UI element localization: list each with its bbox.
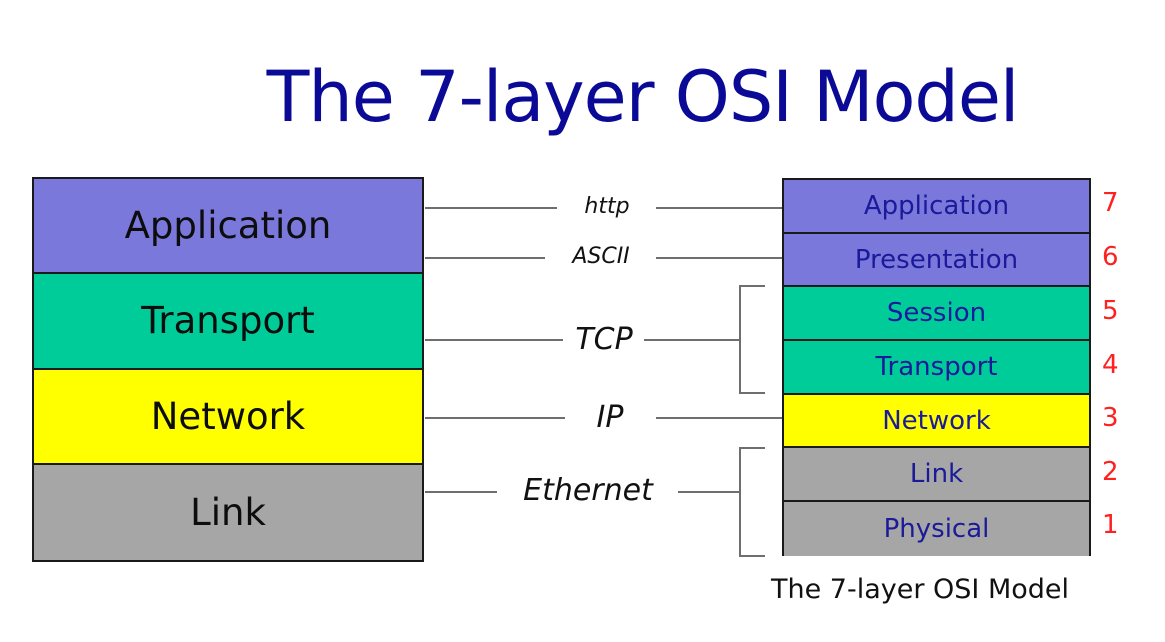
layer-number-5: 5 — [1102, 296, 1119, 326]
left-layer-transport: Transport — [34, 274, 422, 370]
right-layer-transport: Transport — [784, 341, 1089, 395]
seven-layer-stack: Application Presentation Session Transpo… — [782, 178, 1091, 556]
layer-number-6: 6 — [1102, 242, 1119, 272]
ethernet-bracket — [739, 447, 765, 557]
protocol-http: http — [584, 194, 630, 219]
left-layer-network: Network — [34, 369, 422, 465]
layer-number-2: 2 — [1102, 457, 1119, 487]
right-layer-session: Session — [784, 287, 1089, 342]
tcp-bracket — [739, 285, 765, 394]
left-layer-link: Link — [34, 464, 422, 560]
right-layer-presentation: Presentation — [784, 233, 1089, 288]
protocol-ethernet: Ethernet — [523, 473, 653, 508]
page-title: The 7-layer OSI Model — [266, 56, 1020, 138]
four-layer-stack: Application Transport Network Link — [32, 177, 424, 562]
protocol-ascii: ASCII — [572, 244, 630, 269]
layer-number-1: 1 — [1102, 510, 1119, 540]
right-layer-physical: Physical — [784, 502, 1089, 556]
right-layer-network: Network — [784, 394, 1089, 449]
layer-number-4: 4 — [1102, 350, 1119, 380]
right-layer-application: Application — [784, 180, 1089, 234]
layer-number-7: 7 — [1102, 188, 1119, 218]
layer-number-3: 3 — [1102, 403, 1119, 433]
protocol-ip: IP — [596, 400, 624, 435]
right-layer-link: Link — [784, 448, 1089, 503]
protocol-tcp: TCP — [575, 322, 633, 357]
figure-caption: The 7-layer OSI Model — [770, 574, 1070, 605]
left-layer-application: Application — [34, 179, 422, 275]
